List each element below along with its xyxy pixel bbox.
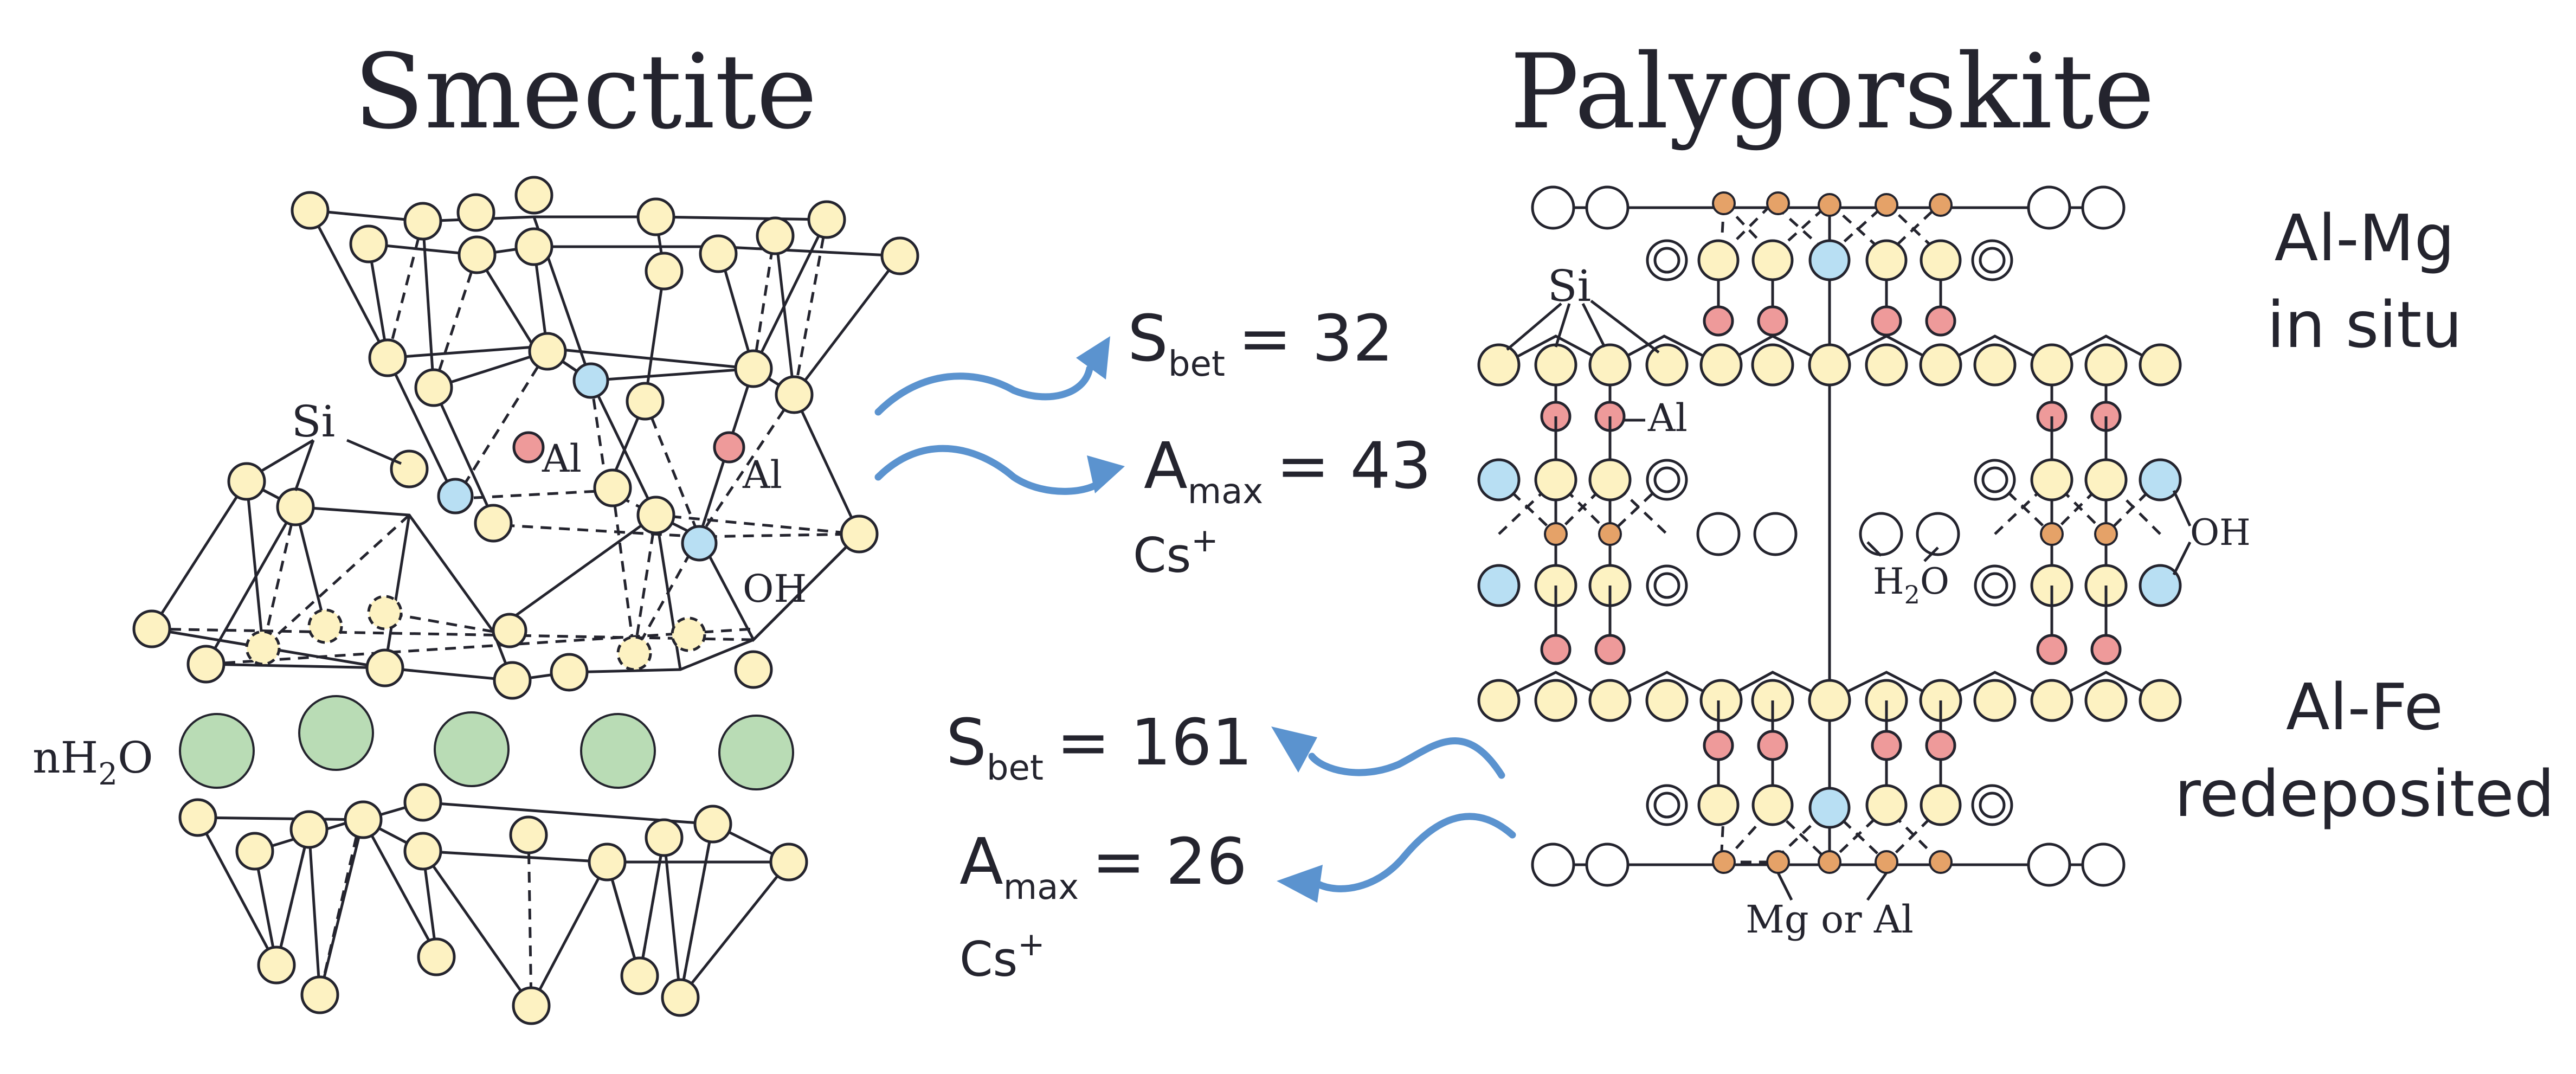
palygorskite-right-block — [1974, 416, 2182, 607]
interlayer-water-molecule — [298, 695, 374, 771]
bottom-metrics-group: Sbet= 161 Amax= 26 Cs+ — [946, 705, 1516, 987]
smectite-al-label-2: Al — [742, 453, 782, 497]
palygorskite-al-label: Al — [1647, 396, 1688, 440]
interlayer-water-molecule — [718, 715, 794, 790]
palygorskite-left-block — [1477, 416, 1688, 607]
top-cs-ion: Cs+ — [1133, 522, 1219, 583]
palygorskite-bottom-chain — [1531, 700, 2126, 887]
palygorskite-structure: Si Al OH H2O Mg or Al — [1477, 185, 2251, 942]
palygorskite-title: Palygorskite — [1510, 32, 2155, 152]
arrow-head-top-sbet — [1076, 336, 1110, 380]
arrow-head-bottom-sbet — [1271, 726, 1317, 773]
redeposited-label: redeposited — [2174, 756, 2554, 831]
al-mg-label: Al-Mg — [2275, 201, 2455, 275]
smectite-title: Smectite — [353, 32, 817, 152]
smectite-al-label-1: Al — [542, 436, 582, 481]
palygorskite-h2o-label: H2O — [1873, 561, 1949, 609]
al-fe-label: Al-Fe — [2286, 670, 2443, 744]
palygorskite-oh-label: OH — [2190, 512, 2251, 554]
bottom-amax-value: Amax= 26 — [959, 824, 1247, 908]
smectite-oh-groups — [437, 362, 718, 562]
smectite-si-label: Si — [292, 396, 335, 447]
interlayer-water-label: nH2O — [33, 732, 153, 792]
arrow-to-bottom-amax — [1313, 813, 1516, 892]
palygorskite-top-chain — [1531, 185, 2126, 337]
smectite-al-atoms — [512, 431, 745, 464]
top-metrics-group: Sbet= 32 Amax= 43 Cs+ — [874, 301, 1432, 583]
bottom-cs-ion: Cs+ — [959, 925, 1045, 987]
smectite-structure: Si Al Al OH nH2O — [33, 176, 919, 1025]
palygorskite-lower-ribbon — [1477, 586, 2182, 722]
bottom-sbet-value: Sbet= 161 — [946, 705, 1253, 788]
interlayer-water-molecule — [580, 713, 656, 789]
smectite-si-atoms — [132, 176, 919, 1025]
interlayer-water-molecule — [434, 711, 510, 787]
mg-or-al-label: Mg or Al — [1746, 897, 1914, 942]
palygorskite-si-label: Si — [1548, 261, 1591, 311]
palygorskite-side-labels: Al-Mg in situ Al-Fe redeposited — [2174, 201, 2554, 831]
top-amax-value: Amax= 43 — [1144, 428, 1432, 512]
top-sbet-value: Sbet= 32 — [1128, 301, 1394, 384]
smectite-oh-label: OH — [743, 567, 807, 611]
arrow-to-top-sbet — [874, 365, 1093, 416]
interlayer-water-molecule — [179, 713, 255, 789]
arrow-to-bottom-sbet — [1308, 737, 1505, 779]
smectite-interlayer-water — [179, 695, 794, 790]
arrow-head-top-amax — [1087, 455, 1125, 493]
in-situ-label: in situ — [2267, 287, 2462, 362]
arrow-head-bottom-amax — [1277, 865, 1323, 903]
palygorskite-upper-ribbon — [1477, 335, 2182, 432]
arrow-to-top-amax — [874, 445, 1110, 495]
